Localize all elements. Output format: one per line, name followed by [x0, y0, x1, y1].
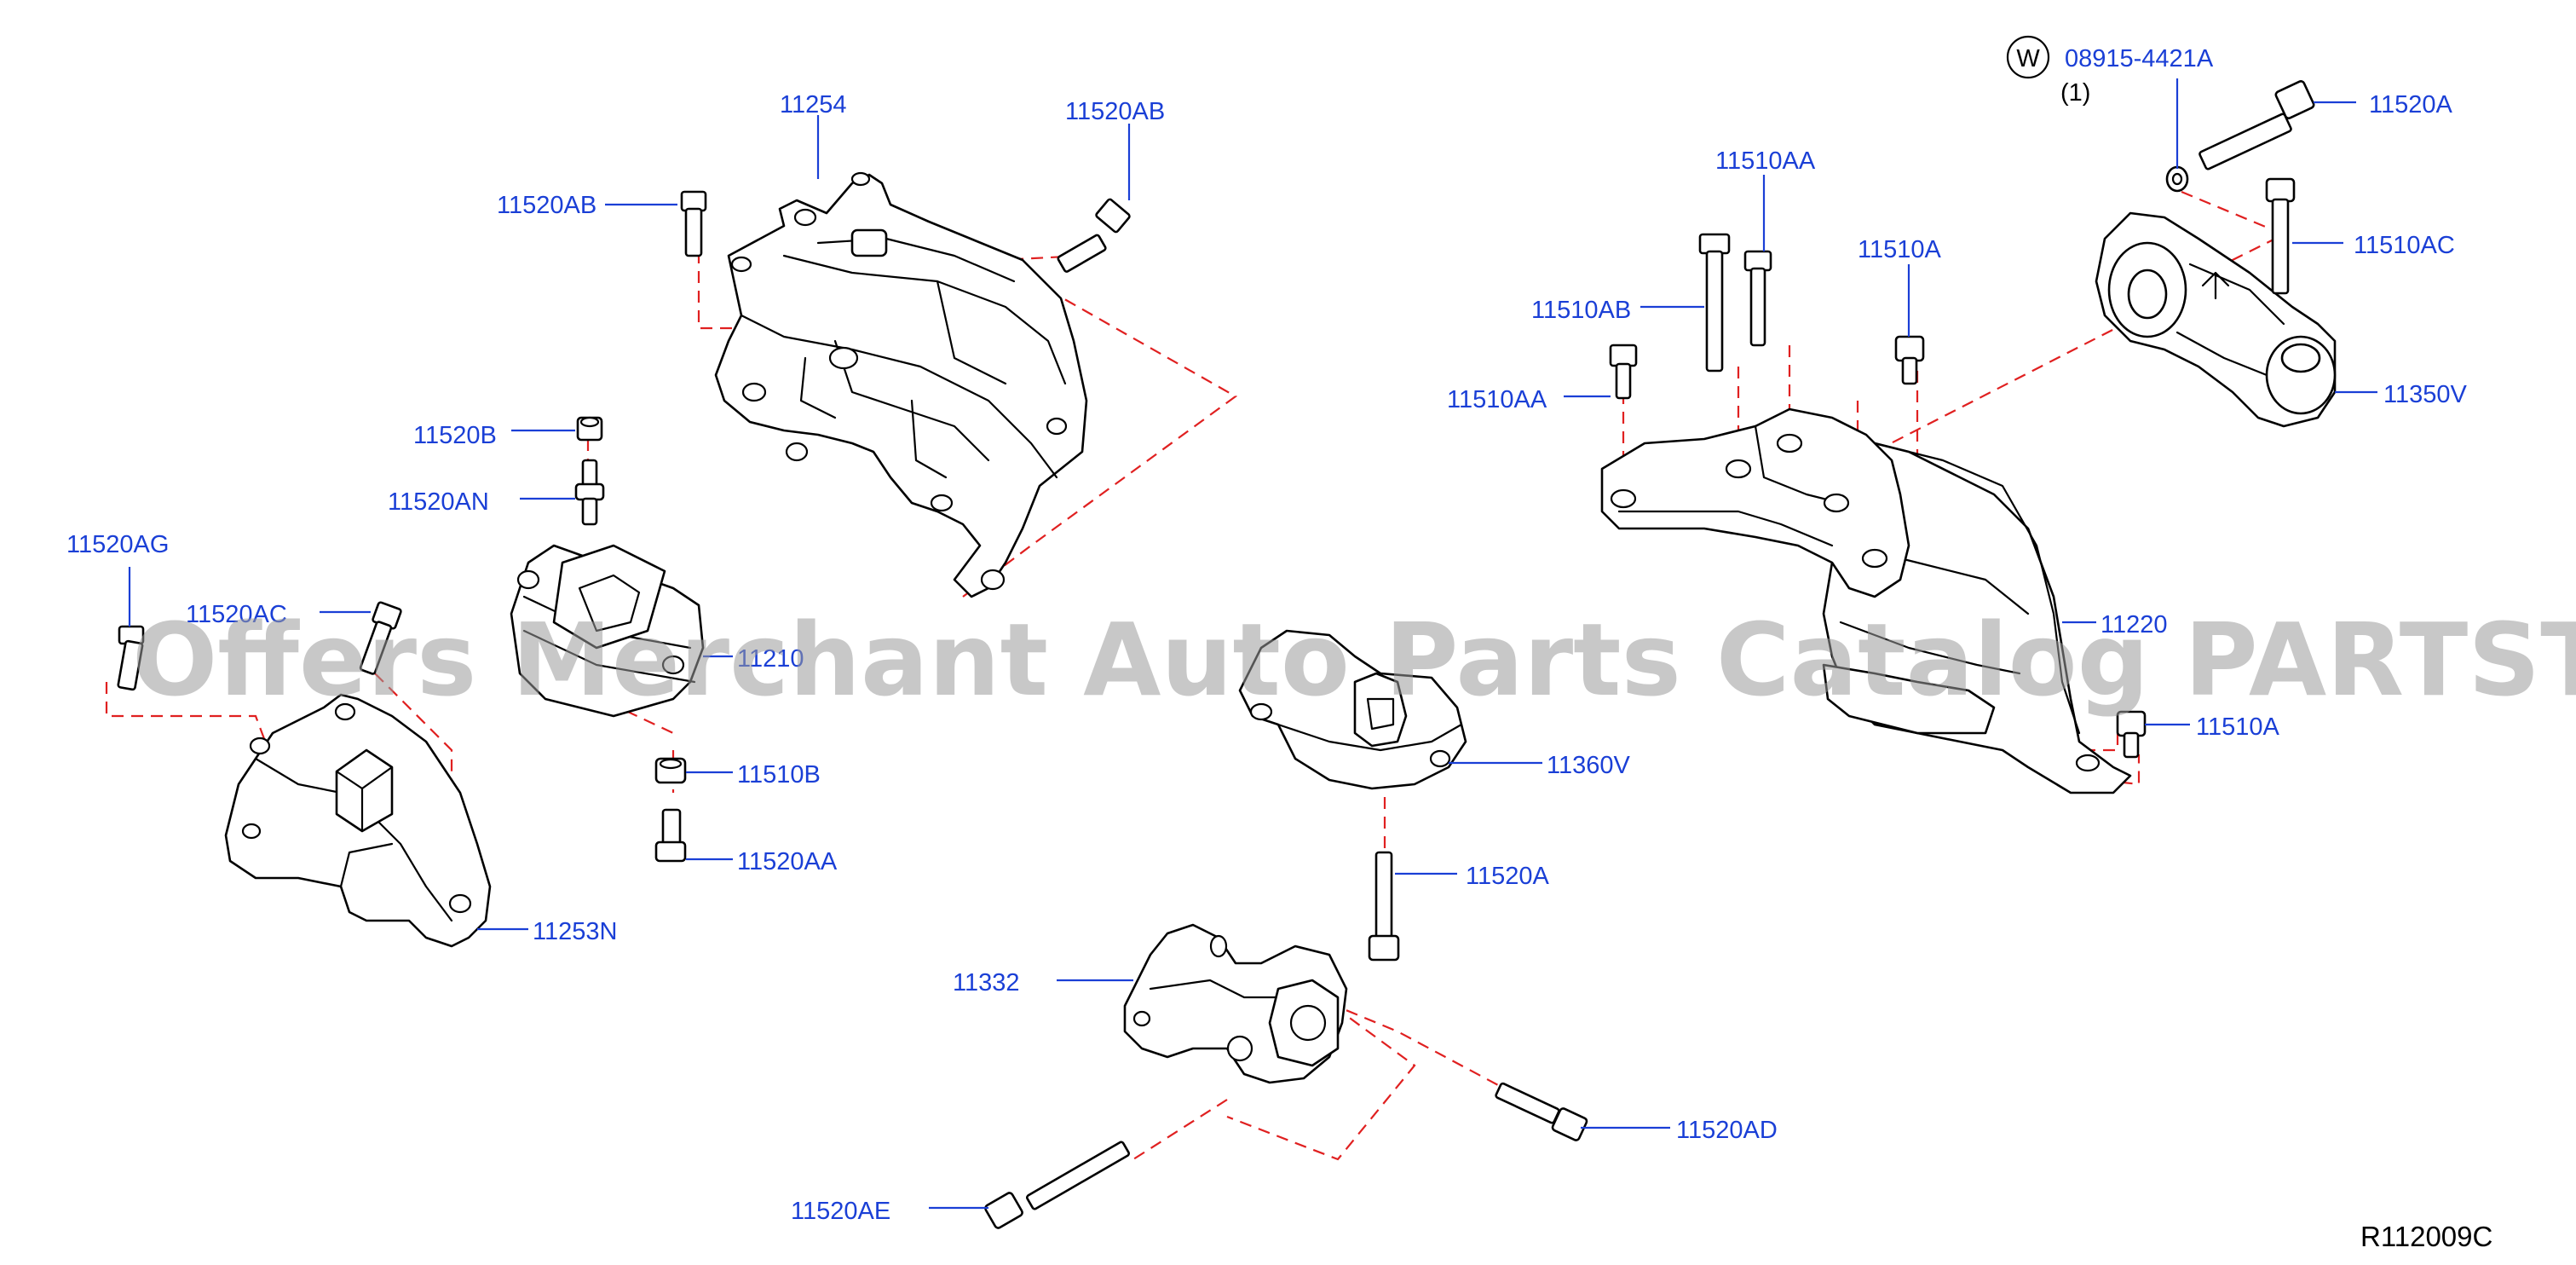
bolt-11520AD [1495, 1082, 1588, 1141]
bolt-11520A-upper-right [2199, 80, 2315, 170]
bolt-11520A-middle [1368, 851, 1400, 962]
bolt-11510AA-right [1743, 250, 1772, 347]
washer-symbol: W [2016, 45, 2040, 72]
callout-label: 11520AB [497, 192, 596, 219]
callout-label: 11510AA [1715, 147, 1816, 175]
engine-mount-insulator-11360V [1238, 629, 1467, 790]
callout-label: 11254 [780, 91, 847, 118]
engine-mount-bracket-11332 [1123, 923, 1348, 1084]
bolt-11510AB [1698, 233, 1731, 373]
callout-label: 11520AC [186, 601, 287, 628]
bolt-11510A-lower-right [2116, 710, 2147, 759]
fasteners [117, 80, 2315, 1229]
callout-label: 11210 [737, 645, 804, 673]
engine-mount-bracket-11253N [224, 693, 492, 948]
washer-quantity: (1) [2060, 79, 2090, 107]
torque-rod-11350V [2095, 211, 2337, 428]
bolt-11520AA-lower [654, 808, 687, 863]
leader-lines [128, 78, 2377, 1210]
callout-labels: 11254 11520AB 11520AB 11520B 11520AN 115… [66, 91, 2467, 1225]
bolt-11510AA-left [1609, 344, 1638, 400]
bolt-11520AG [117, 625, 145, 691]
callout-label: 11332 [953, 969, 1020, 996]
bolt-11520AE [984, 1141, 1130, 1229]
callout-label: 11520A [2369, 91, 2452, 118]
callout-label: 11520AE [791, 1198, 890, 1225]
washer-symbol-circle [2006, 35, 2050, 79]
stud-11520AN [574, 459, 605, 526]
washer-part-number: 08915-4421A [2065, 45, 2214, 72]
callout-label: 11520AD [1676, 1117, 1778, 1144]
callout-label: 11253N [533, 918, 617, 945]
bolt-11510AC [2265, 177, 2296, 295]
bolt-11520AC [359, 601, 402, 675]
callout-label: 11360V [1547, 752, 1630, 779]
callout-label: 11520A [1466, 863, 1549, 890]
callout-label: 11520B [413, 422, 497, 449]
engine-mount-bracket-11254 [714, 171, 1088, 598]
callout-label: 11220 [2101, 611, 2168, 638]
bolt-11510A-upper [1894, 335, 1925, 385]
callout-label: 11520AN [388, 488, 489, 516]
callout-label: 11510AA [1447, 386, 1547, 413]
callout-label: 11510AC [2354, 232, 2455, 259]
callout-label: 11520AA [737, 848, 838, 875]
bolt-11520AB-left [680, 190, 707, 257]
washer-callout: W 08915-4421A (1) [2006, 35, 2214, 107]
engine-mount-insulator-11210 [510, 544, 705, 718]
nut-11520B [576, 416, 603, 442]
watermark: Offers Merchant Auto Parts Catalog PARTS… [132, 601, 2576, 719]
callout-label: 11510A [2196, 713, 2279, 741]
callout-label: 11510B [737, 761, 821, 788]
diagram-reference-code: R112009C [2360, 1221, 2492, 1252]
engine-mount-insulator-11220 [1600, 407, 2132, 794]
nut-11510B [654, 757, 687, 784]
callout-label: 11520AB [1065, 98, 1165, 125]
callout-label: 11520AG [66, 531, 169, 558]
washer-08915-4421A [2165, 165, 2189, 193]
callout-label: 11350V [2383, 381, 2467, 408]
callout-label: 11510A [1858, 236, 1941, 263]
bolt-11520AB-right [1057, 198, 1131, 273]
callout-label: 11510AB [1531, 297, 1631, 324]
